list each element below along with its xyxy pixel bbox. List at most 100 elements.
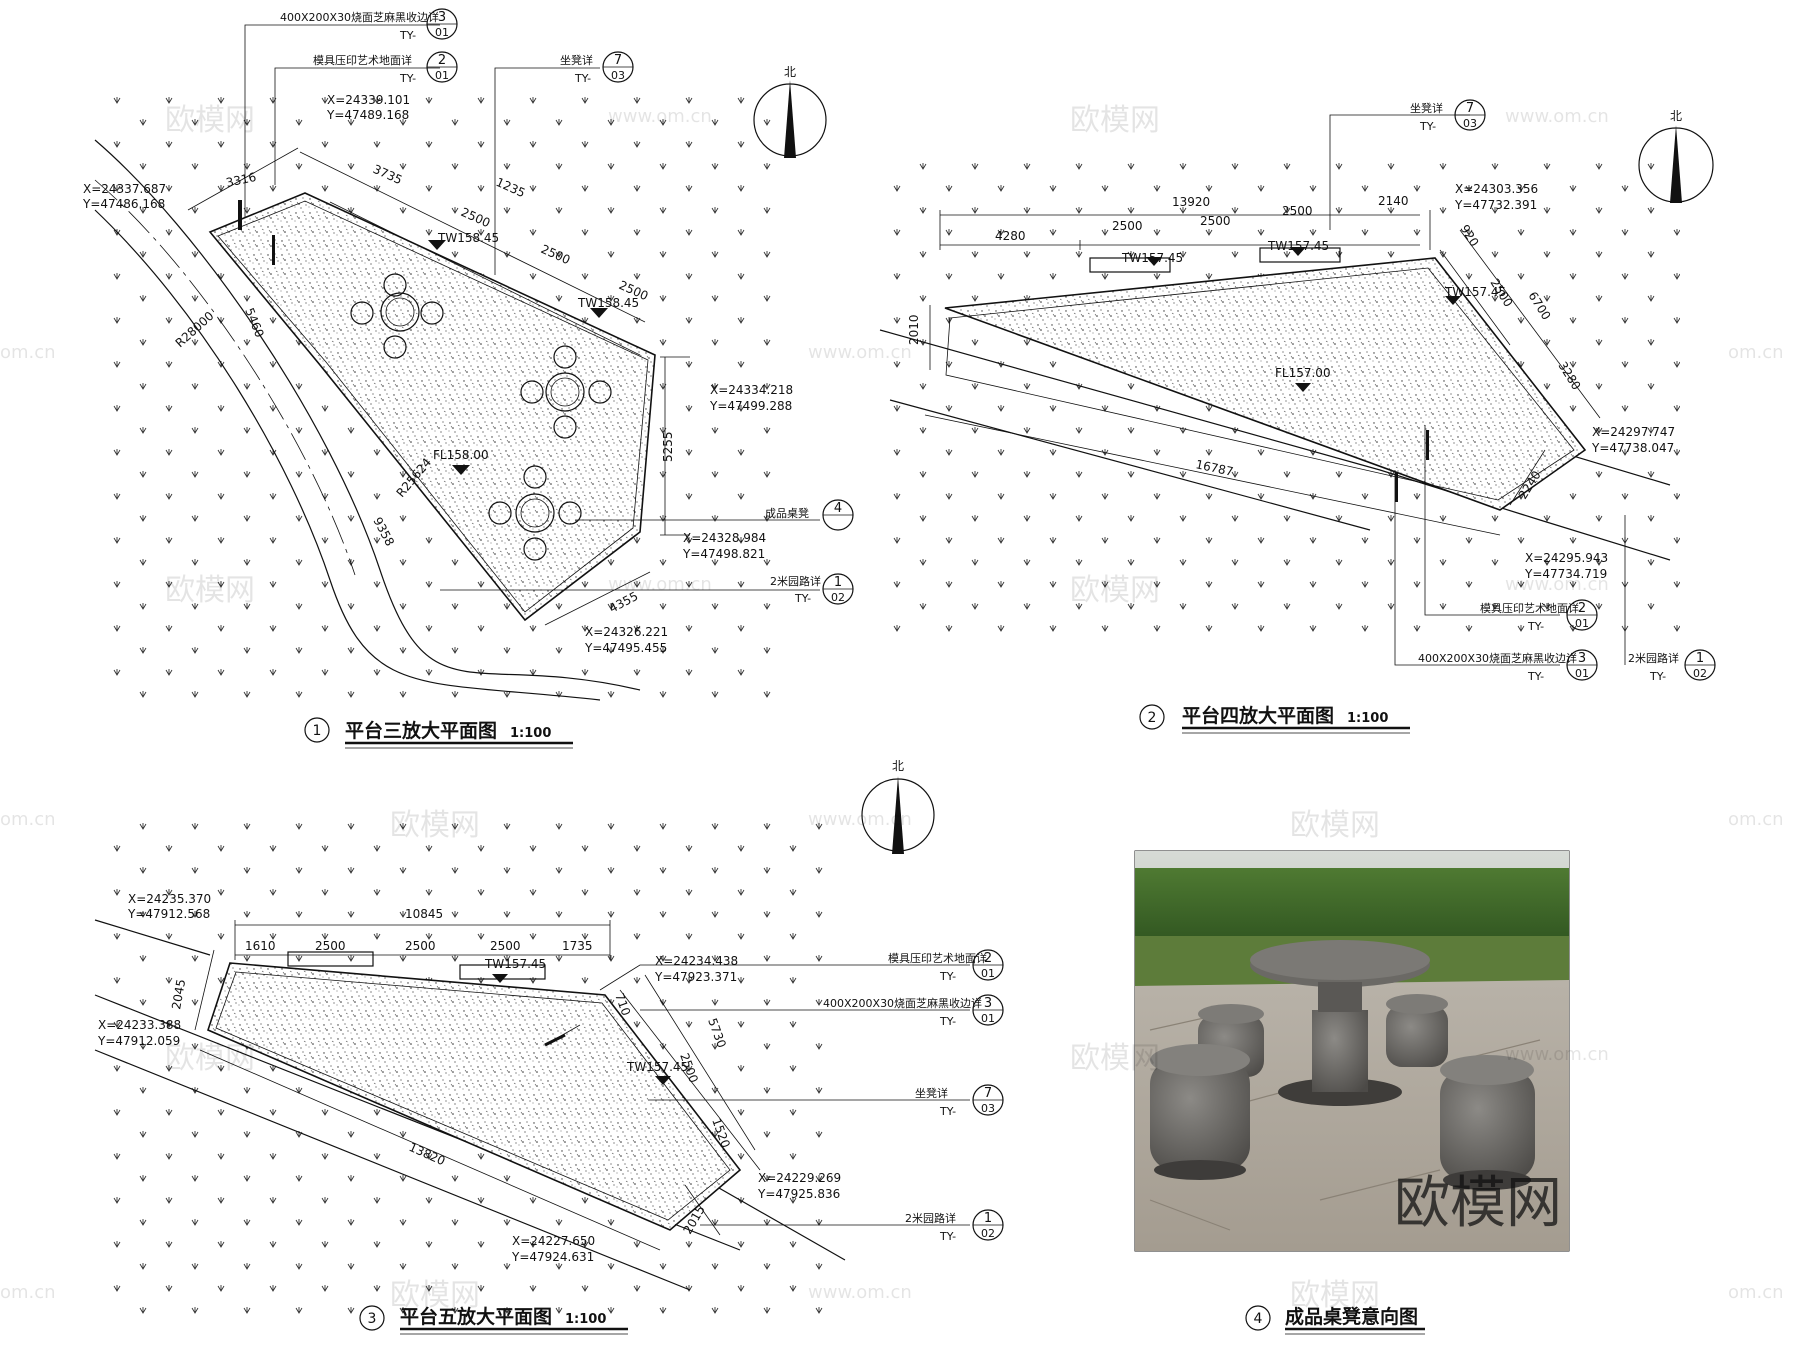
plan-2-dim-right — [1439, 229, 1601, 419]
plan-2-title: 平台四放大平面图 — [1182, 704, 1334, 727]
callout-num: 7 — [984, 1086, 992, 1101]
watermark-url: www.om.cn — [808, 809, 912, 830]
plan-3-dim-2500-b: 2500 — [405, 939, 436, 953]
plan-1-platform-paving — [208, 192, 656, 622]
callout-text: 坐凳详 — [1410, 101, 1443, 115]
plan-4-title-num: 4 — [1254, 1311, 1263, 1327]
plan-3-dim-2045: 2045 — [169, 978, 188, 1011]
callout-num: 2 — [1578, 601, 1586, 616]
callout-sheet: 01 — [435, 26, 449, 39]
callout-ref: TY- — [1419, 120, 1436, 133]
plan-1-title-num: 1 — [313, 723, 322, 739]
plan-1-level-tw1: TW158.45 — [437, 231, 499, 245]
callout-num: 3 — [438, 10, 446, 25]
plan-3-platform-edge-band — [215, 971, 731, 1221]
plan-3-dim-10845: 10845 — [405, 907, 443, 921]
callout-ref: TY- — [1527, 670, 1544, 683]
plan-1-drawing: X=24337.687 Y=47486.168 X=24339.101 Y=47… — [82, 8, 854, 749]
callout-num: 1 — [984, 1211, 992, 1226]
plan-1-coord-2-y: Y=47489.168 — [326, 108, 409, 122]
plan-1-callout-1: 2米园路详 TY- 1 02 — [770, 573, 854, 605]
plan-3-dim-2500-c: 2500 — [490, 939, 521, 953]
plan-3-title-num: 3 — [368, 1311, 377, 1327]
plan-2-callout-3: 400X200X30烧面芝麻黑收边详 TY- 3 01 — [1418, 649, 1598, 683]
plan-2-scale: 1:100 — [1347, 711, 1388, 726]
plan-1-coord-5-x: X=24326.221 — [585, 625, 668, 639]
callout-ref: TY- — [1527, 620, 1544, 633]
callout-sheet: 03 — [611, 69, 625, 82]
plan-1-road-edge-outer — [94, 139, 641, 691]
callout-text: 模具压印艺术地面详 — [888, 951, 987, 965]
plan-1-section-marker — [272, 235, 275, 265]
callout-text: 坐凳详 — [560, 53, 593, 67]
callout-num: 2 — [984, 951, 992, 966]
watermark-url: www.om.cn — [808, 1282, 912, 1303]
plan-1-edge-marker — [238, 200, 242, 230]
watermark-brand: 欧模网 — [165, 573, 255, 608]
plan-3-coord-3-x: X=24234.438 — [655, 954, 738, 968]
plan-1-north-arrow: 北 — [753, 65, 827, 158]
callout-text: 2米园路详 — [1628, 651, 1679, 665]
watermark-brand: 欧模网 — [1290, 808, 1380, 843]
callout-num: 4 — [834, 501, 842, 516]
watermark-url: om.cn — [1728, 342, 1784, 363]
callout-sheet: 02 — [981, 1227, 995, 1240]
callout-text: 400X200X30烧面芝麻黑收边详 — [823, 996, 982, 1010]
stool-back-right — [1386, 994, 1448, 1067]
callout-ref: TY- — [939, 1015, 956, 1028]
plan-1-callout-2: 模具压印艺术地面详 TY- 2 01 — [313, 51, 458, 85]
north-label: 北 — [784, 65, 796, 79]
plan-1-level-marker-fl — [452, 465, 470, 475]
plan-1-title-block: 1 平台三放大平面图 1:100 — [304, 717, 573, 749]
plan-3-coord-4-y: Y=47925.836 — [757, 1187, 840, 1201]
plan-1-coord-4-y: Y=47498.821 — [682, 547, 765, 561]
callout-text: 2米园路详 — [905, 1211, 956, 1225]
watermark-url: www.om.cn — [608, 106, 712, 127]
plan-1-callout-3: 400X200X30烧面芝麻黑收边详 TY- 3 01 — [280, 8, 458, 42]
callout-ref: TY- — [939, 1105, 956, 1118]
watermark-url: www.om.cn — [1505, 1044, 1609, 1065]
plan-1-callout-7: 坐凳详 TY- 7 03 — [560, 51, 634, 85]
plan-2-section-marker-2 — [1395, 472, 1398, 502]
plan-3-level-tw1: TW157.45 — [484, 957, 546, 971]
plan-1-table-set-b — [520, 345, 612, 439]
plan-3-coord-1-y: Y=47912.568 — [127, 907, 210, 921]
plan-3-coord-4-x: X=24229.269 — [758, 1171, 841, 1185]
watermark-url: www.om.cn — [1505, 574, 1609, 595]
callout-sheet: 03 — [981, 1102, 995, 1115]
plan-1-scale: 1:100 — [510, 726, 551, 741]
product-photo: 欧模网 — [1134, 850, 1570, 1252]
callout-text: 坐凳详 — [915, 1086, 948, 1100]
callout-text: 模具压印艺术地面详 — [313, 53, 412, 67]
plan-2-dim-4280: 4280 — [995, 229, 1026, 243]
plan-2-section-marker-1 — [1426, 430, 1429, 460]
plan-1-level-tw2: TW158.45 — [577, 296, 639, 310]
callout-ref: TY- — [939, 970, 956, 983]
watermark-url: om.cn — [0, 1282, 56, 1303]
plan-2-level-tw3: TW157.45 — [1444, 285, 1506, 299]
plan-1-dim-5255: 5255 — [661, 431, 675, 462]
plan-1-leader-lines — [244, 24, 820, 591]
plan-1-coord-5-y: Y=47495.455 — [584, 641, 667, 655]
callout-text: 2米园路详 — [770, 574, 821, 588]
watermark-brand: 欧模网 — [1290, 1278, 1380, 1313]
plan-2-level-marker-tw3 — [1445, 296, 1461, 305]
plan-2-coord-2-y: Y=47738.047 — [1591, 441, 1674, 455]
plan-2-title-block: 2 平台四放大平面图 1:100 — [1139, 704, 1410, 734]
plan-2-level-marker-tw1 — [1146, 257, 1162, 266]
plan-4-title-block: 4 成品桌凳意向图 — [1245, 1305, 1425, 1335]
plan-2-coord-3-x: X=24295.943 — [1525, 551, 1608, 565]
plan-2-level-marker-fl — [1295, 383, 1311, 392]
plan-2-bench-1 — [1089, 257, 1171, 273]
callout-num: 1 — [1696, 651, 1704, 666]
plan-2-dim-2500-a: 2500 — [1112, 219, 1143, 233]
north-label: 北 — [892, 759, 904, 773]
callout-ref: TY- — [1649, 670, 1666, 683]
plan-3-callout-7: 坐凳详 TY- 7 03 — [915, 1084, 1004, 1118]
plan-1-coord-1-y: Y=47486.168 — [82, 197, 165, 211]
plan-3-title-block: 3 平台五放大平面图 1:100 — [359, 1305, 628, 1335]
plan-2-dim-bottom — [924, 414, 1501, 536]
callout-ref: TY- — [939, 1230, 956, 1243]
plan-2-callout-1: 2米园路详 TY- 1 02 — [1628, 649, 1716, 683]
watermark-url: om.cn — [0, 809, 56, 830]
